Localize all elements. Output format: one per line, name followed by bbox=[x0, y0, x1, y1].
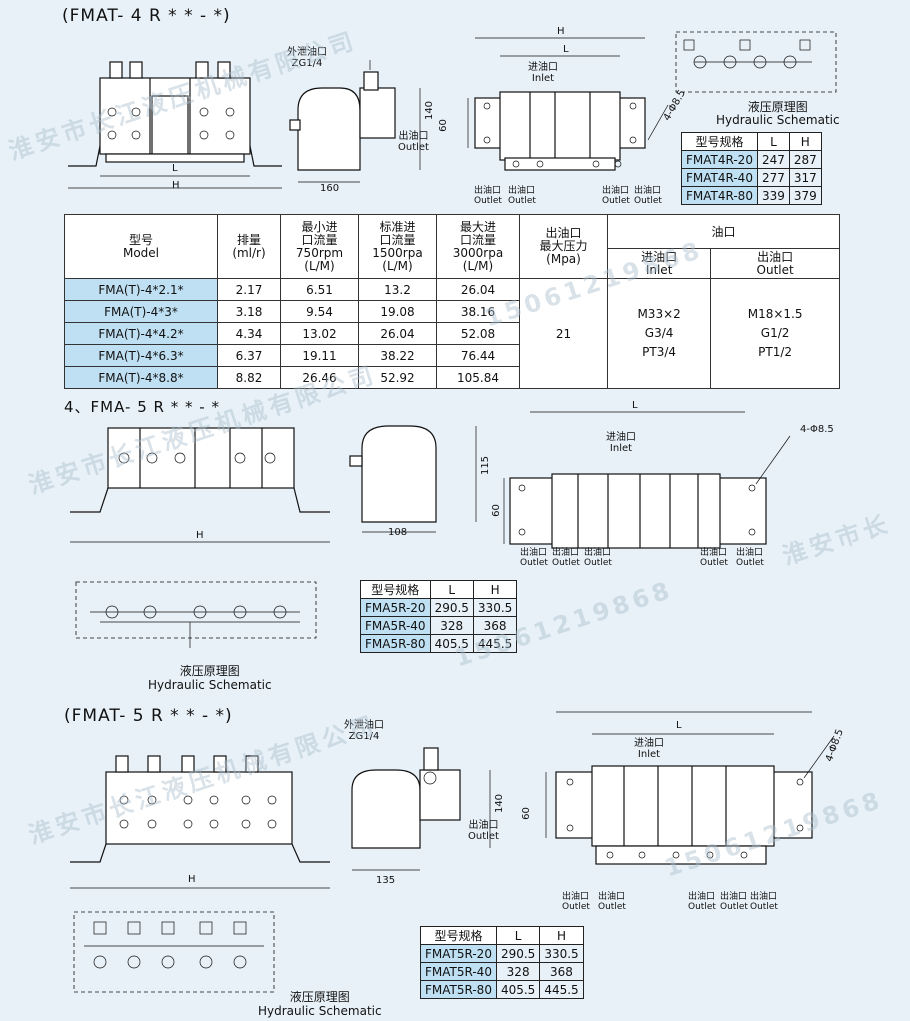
col-header-disp: 排量(ml/r) bbox=[217, 214, 281, 279]
fmat4r-top-H: H bbox=[557, 26, 565, 37]
fma5r-H-dim: H bbox=[196, 530, 204, 541]
fmat4r-L-dim: L bbox=[172, 163, 178, 174]
col-header-pressure: 出油口最大压力(Mpa) bbox=[519, 214, 608, 279]
col-header-ports: 油口 bbox=[607, 214, 840, 249]
fmat4r-H-dim: H bbox=[172, 180, 180, 191]
spec-header: 型号规格 bbox=[420, 926, 497, 945]
section-title-fmat4r: (FMAT- 4 R * * - *) bbox=[62, 6, 231, 26]
fma5r-width-dim: 108 bbox=[388, 527, 408, 538]
spec-header: H bbox=[539, 926, 584, 945]
fmat5r-L-dim: L bbox=[676, 720, 682, 731]
fmat5r-mount-dim: 60 bbox=[520, 807, 532, 820]
pressure-cell: 21 bbox=[519, 278, 608, 389]
section-title-fma5r: 4、FMA- 5 R * * - * bbox=[64, 398, 220, 416]
fmat4r-width-dim: 160 bbox=[320, 183, 340, 194]
spec-header: L bbox=[429, 580, 474, 599]
fmat5r-width-dim: 135 bbox=[376, 875, 396, 886]
spec-header: L bbox=[495, 926, 541, 945]
fmat5r-height-dim: 140 bbox=[494, 793, 506, 814]
fma5r-L-dim: L bbox=[632, 400, 638, 411]
spec-header: L bbox=[756, 132, 790, 151]
fmat5r-H-dim: H bbox=[188, 874, 196, 885]
section-title-fmat5r: (FMAT- 5 R * * - *) bbox=[64, 706, 233, 726]
fma5r-hole-spec: 4-Φ8.5 bbox=[800, 424, 834, 435]
fmat4r-top-L: L bbox=[563, 44, 569, 55]
